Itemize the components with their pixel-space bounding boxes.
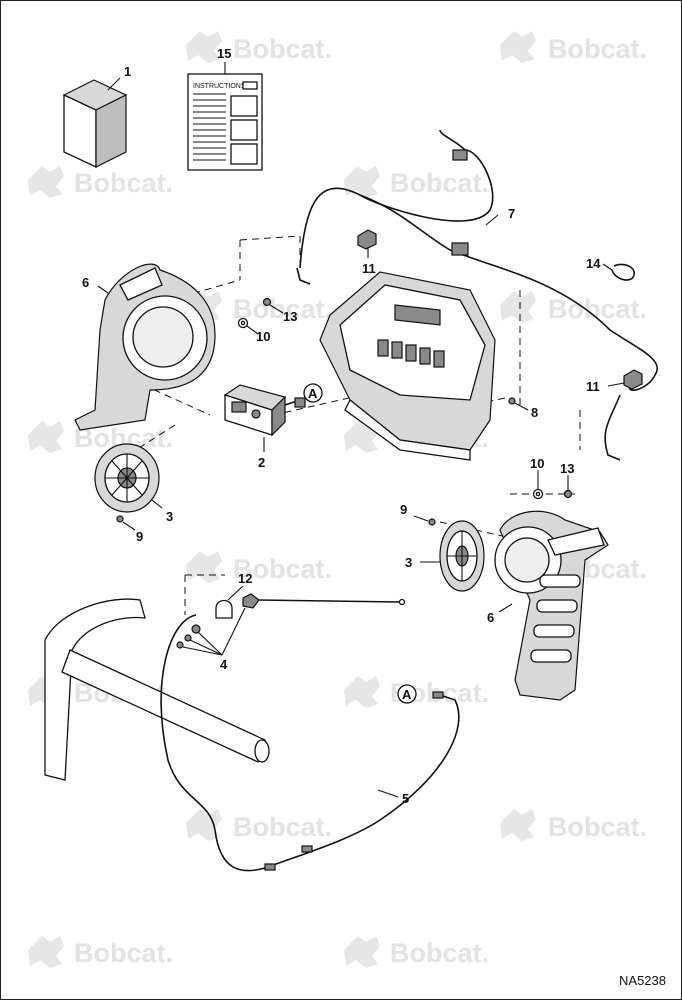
part-nut <box>563 476 573 499</box>
bobcat-logo-icon: Bobcat. <box>186 551 332 584</box>
watermark-text: Bobcat. <box>233 294 332 324</box>
bobcat-logo-icon: Bobcat. <box>28 421 173 453</box>
bobcat-logo-icon: Bobcat. <box>344 936 489 968</box>
watermark-text: Bobcat. <box>233 554 332 584</box>
bobcat-logo-icon: Bobcat. <box>28 936 173 968</box>
callout-label: 15 <box>217 46 231 61</box>
part-radio-unit <box>223 384 306 452</box>
bobcat-logo-icon: Bobcat. <box>28 166 173 198</box>
callout-label: 3 <box>405 555 412 570</box>
callout-label: A <box>402 687 412 702</box>
drawing-code: NA5238 <box>619 973 666 988</box>
bobcat-logo-icon: Bobcat. <box>344 676 489 708</box>
callout-label: 11 <box>362 261 376 276</box>
part-wiring-harness <box>296 129 658 461</box>
callout-label: 6 <box>82 275 89 290</box>
bobcat-logo-icon: Bobcat. <box>186 31 332 64</box>
part-screw <box>116 515 136 531</box>
watermark-text: Bobcat. <box>390 938 489 968</box>
callout-label: 5 <box>402 791 409 806</box>
bobcat-logo-icon: Bobcat. <box>186 809 332 842</box>
watermark-text: Bobcat. <box>233 812 332 842</box>
part-clip <box>607 369 643 390</box>
callout-label: 13 <box>283 309 297 324</box>
part-speaker-right <box>420 520 485 592</box>
part-speaker-pod-right <box>494 510 609 701</box>
part-clip <box>357 229 377 258</box>
callout-label: 11 <box>586 379 600 394</box>
callout-label: 4 <box>220 657 228 672</box>
watermark-text: Bobcat. <box>390 168 489 198</box>
part-antenna-mount <box>176 585 406 656</box>
watermark-text: Bobcat. <box>74 168 173 198</box>
part-console-housing <box>319 271 496 461</box>
part-speaker-left <box>94 443 163 513</box>
callout-label: A <box>308 386 318 401</box>
instructions-title: INSTRUCTIONS <box>193 83 246 90</box>
callout-label: 9 <box>136 529 143 544</box>
callout-labels: 1 15 7 14 6 11 13 10 8 11 2 3 9 10 13 9 … <box>82 46 601 806</box>
callout-label: 14 <box>586 256 601 271</box>
part-roll-bar <box>44 598 270 781</box>
callout-label: 10 <box>256 329 270 344</box>
callout-label: 8 <box>531 405 538 420</box>
part-screw <box>413 515 436 526</box>
callout-label: 12 <box>238 571 252 586</box>
part-cable-tie <box>602 263 635 281</box>
bobcat-logo-icon: Bobcat. <box>500 291 647 324</box>
part-screw <box>508 397 529 411</box>
callout-label: 1 <box>124 64 131 79</box>
callout-label: 9 <box>400 502 407 517</box>
connector-marker-a: A <box>397 684 417 704</box>
callout-label: 3 <box>166 509 173 524</box>
callout-label: 13 <box>560 461 574 476</box>
part-washer <box>237 317 259 335</box>
part-speaker-pod-left <box>74 263 216 431</box>
bobcat-logo-icon: Bobcat. <box>344 166 489 198</box>
part-instructions-sheet: INSTRUCTIONS <box>187 62 263 171</box>
watermark-text: Bobcat. <box>74 938 173 968</box>
part-box <box>62 77 128 169</box>
connector-marker-a: A <box>303 383 323 403</box>
part-antenna-cable <box>160 614 460 872</box>
callout-label: 7 <box>508 206 515 221</box>
part-nut <box>262 297 284 314</box>
bobcat-logo-icon: Bobcat. <box>500 809 647 842</box>
watermark-text: Bobcat. <box>548 812 647 842</box>
callout-label: 2 <box>258 455 265 470</box>
callout-label: 6 <box>487 610 494 625</box>
watermark-text: Bobcat. <box>233 34 332 64</box>
bobcat-logo-icon: Bobcat. <box>500 31 647 64</box>
part-washer <box>532 472 544 500</box>
watermark-text: Bobcat. <box>548 34 647 64</box>
callout-label: 10 <box>530 456 544 471</box>
